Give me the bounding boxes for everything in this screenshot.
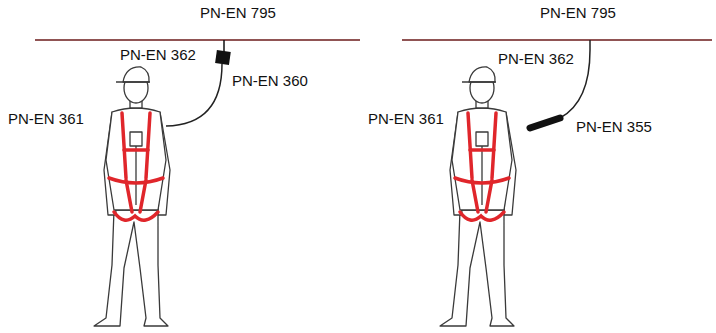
anchor-line	[402, 39, 712, 41]
anchor-point	[223, 40, 225, 52]
standard-label: PN-EN 362	[120, 46, 196, 64]
retractable-device	[215, 50, 231, 65]
standard-label: PN-EN 360	[232, 72, 308, 90]
anchor-line	[35, 39, 360, 41]
standard-label: PN-EN 361	[368, 110, 444, 128]
standard-label: PN-EN 355	[576, 118, 652, 136]
standard-label: PN-EN 361	[8, 110, 84, 128]
shock-absorber	[530, 118, 560, 128]
lanyard	[166, 64, 222, 126]
worker-figure	[440, 67, 516, 326]
standard-label: PN-EN 362	[498, 50, 574, 68]
worker-figure	[94, 67, 170, 326]
standard-label: PN-EN 795	[540, 4, 616, 22]
standard-label: PN-EN 795	[200, 4, 276, 22]
